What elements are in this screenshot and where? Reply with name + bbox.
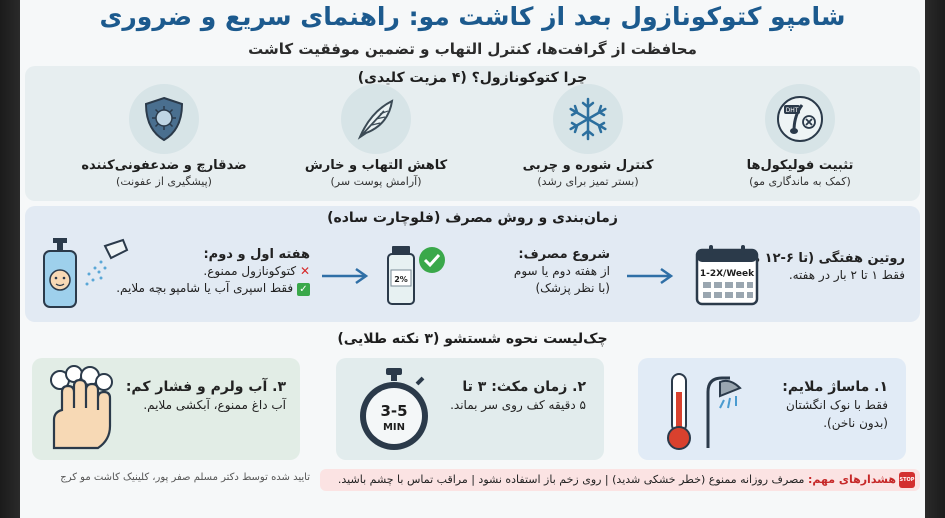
card-text: ۳. آب ولرم و فشار کم: آب داغ ممنوع، آبکش… <box>126 378 286 414</box>
warning-text: مصرف روزانه ممنوع (خطر خشکی شدید) | روی … <box>337 473 805 486</box>
check-mark-icon: ✓ <box>297 283 310 296</box>
first-weeks-line2: فقط اسپری آب یا شامپو بچه ملایم. <box>116 281 294 295</box>
first-weeks-title: هفته اول و دوم: <box>203 247 310 262</box>
feather-icon <box>341 84 411 154</box>
card-line2: (بدون ناخن). <box>823 416 888 430</box>
checklist-card-massage: ۱. ماساژ ملایم: فقط با نوک انگشتان (بدون… <box>638 358 906 460</box>
calendar-icon: 1-2X/Week <box>694 244 760 310</box>
card-line1: ۵ دقیقه کف روی سر بماند. <box>450 398 586 412</box>
card-line1: فقط با نوک انگشتان <box>785 398 888 412</box>
right-frame <box>925 0 945 518</box>
benefit-sub: (پیشگیری از عفونت) <box>116 175 212 188</box>
thermometer-shower-icon <box>658 368 748 458</box>
timer-value: 3-5 <box>380 402 407 420</box>
stopwatch-icon: 3-5 MIN <box>354 366 434 458</box>
benefit-sub: (آرامش پوست سر) <box>330 175 422 188</box>
benefits-panel: چرا کتوکونازول؟ (۴ مزیت کلیدی) DHT تثبیت… <box>25 66 920 201</box>
baby-shampoo-spray-icon <box>39 236 135 314</box>
hand-wash-icon <box>40 364 126 458</box>
stop-sign-icon: STOP <box>899 472 915 488</box>
card-line1: آب داغ ممنوع، آبکشی ملایم. <box>143 398 286 412</box>
benefit-sub: (بستر تمیز برای رشد) <box>537 175 639 188</box>
calendar-label: 1-2X/Week <box>700 269 755 279</box>
credit-line: تایید شده توسط دکتر مسلم صفر پور، کلینیک… <box>60 472 310 483</box>
flow-arrow-icon <box>625 266 675 290</box>
timeline-heading: زمان‌بندی و روش مصرف (فلوچارت ساده) <box>327 210 618 226</box>
routine-line: فقط ۱ تا ۲ بار در هفته. <box>788 268 905 282</box>
x-mark-icon: ✕ <box>299 264 310 278</box>
checklist-card-water: ۳. آب ولرم و فشار کم: آب داغ ممنوع، آبکش… <box>32 358 300 460</box>
timeline-panel: زمان‌بندی و روش مصرف (فلوچارت ساده) روتی… <box>25 206 920 322</box>
card-title: ۲. زمان مکث: ۳ تا <box>462 379 586 395</box>
card-title: ۳. آب ولرم و فشار کم: <box>125 379 286 395</box>
benefit-title: ضدقارچ و ضدعفونی‌کننده <box>81 158 247 173</box>
card-text: ۱. ماساژ ملایم: فقط با نوک انگشتان (بدون… <box>782 378 888 432</box>
page-subtitle: محافظت از گرافت‌ها، کنترل التهاب و تضمین… <box>248 40 697 58</box>
start-title: شروع مصرف: <box>518 247 610 262</box>
benefits-heading: چرا کتوکونازول؟ (۴ مزیت کلیدی) <box>357 70 588 86</box>
benefit-title: کاهش التهاب و خارش <box>304 158 448 173</box>
first-weeks-line1: کتوکونازول ممنوع. <box>203 264 297 278</box>
benefit-title: کنترل شوره و چربی <box>522 158 654 173</box>
first-weeks-step: هفته اول و دوم: ✕ کتوکونازول ممنوع. ✓ فق… <box>116 246 310 297</box>
start-line1: از هفته دوم یا سوم <box>513 264 610 278</box>
card-title: ۱. ماساژ ملایم: <box>782 379 888 395</box>
dht-label: DHT <box>786 107 799 114</box>
warning-label: هشدارهای مهم: <box>807 473 896 486</box>
bottle-icon: 2% <box>380 242 448 312</box>
timer-unit: MIN <box>383 422 405 433</box>
benefit-inflammation: کاهش التهاب و خارش (آرامش پوست سر) <box>276 84 476 188</box>
benefit-dandruff: کنترل شوره و چربی (بستر تمیز برای رشد) <box>488 84 688 188</box>
start-line2: (با نظر پزشک) <box>535 281 610 295</box>
shield-virus-icon <box>129 84 199 154</box>
page-title: شامپو کتوکونازول بعد از کاشت مو: راهنمای… <box>99 2 846 31</box>
benefit-antifungal: ضدقارچ و ضدعفونی‌کننده (پیشگیری از عفونت… <box>64 84 264 188</box>
warning-bar: STOP هشدارهای مهم: مصرف روزانه ممنوع (خط… <box>320 469 920 491</box>
left-frame <box>0 0 20 518</box>
benefit-sub: (کمک به ماندگاری مو) <box>749 175 851 188</box>
hair-follicle-icon: DHT <box>765 84 835 154</box>
snowflake-icon <box>553 84 623 154</box>
start-step: شروع مصرف: از هفته دوم یا سوم (با نظر پز… <box>514 246 610 297</box>
benefit-title: تثبیت فولیکول‌ها <box>746 158 854 173</box>
bottle-label: 2% <box>394 275 408 284</box>
infographic-sheet: شامپو کتوکونازول بعد از کاشت مو: راهنمای… <box>20 0 925 518</box>
card-text: ۲. زمان مکث: ۳ تا ۵ دقیقه کف روی سر بمان… <box>450 378 586 414</box>
flow-arrow-icon <box>320 266 370 290</box>
benefit-follicle: DHT تثبیت فولیکول‌ها (کمک به ماندگاری مو… <box>700 84 900 188</box>
checklist-heading: چک‌لیست نحوه شستشو (۳ نکته طلایی) <box>337 331 608 347</box>
checklist-card-timer: ۲. زمان مکث: ۳ تا ۵ دقیقه کف روی سر بمان… <box>336 358 604 460</box>
